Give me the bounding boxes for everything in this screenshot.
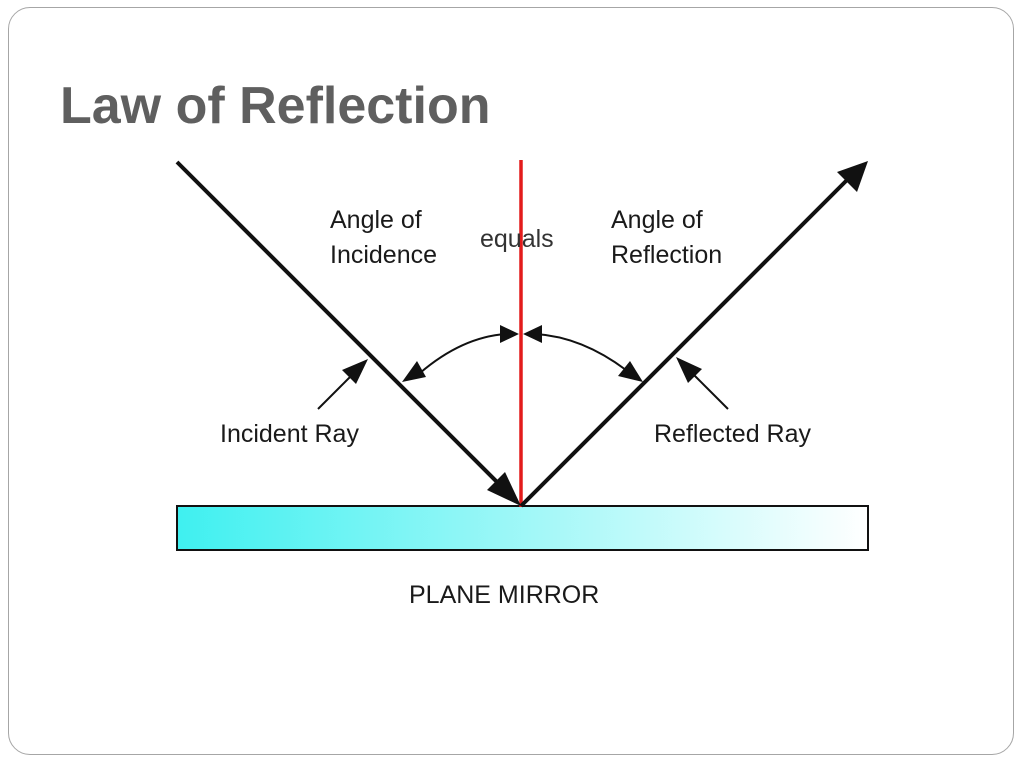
reflected-ray-label: Reflected Ray (654, 420, 812, 448)
incident-ray-line (175, 160, 513, 498)
plane-mirror (176, 505, 869, 551)
angle-of-reflection-line1: Angle of (611, 206, 703, 234)
reflected-ray-pointer (689, 370, 729, 410)
incident-ray-arrowhead (487, 472, 521, 506)
angle-of-incidence-line2: Incidence (330, 241, 437, 269)
slide-title: Law of Reflection (60, 77, 491, 135)
reflection-arc-arrowhead-ray (618, 361, 643, 382)
incidence-arc-arrowhead-normal (500, 325, 519, 343)
incident-ray-pointer-head (342, 359, 368, 384)
reflection-angle-arc (535, 333, 627, 371)
equals-label: equals (480, 225, 554, 253)
incidence-arc-arrowhead-ray (402, 361, 426, 382)
angle-of-incidence-line1: Angle of (330, 206, 422, 234)
incidence-angle-arc (419, 333, 507, 374)
incident-ray-label: Incident Ray (220, 420, 359, 448)
incident-ray-pointer (317, 371, 356, 410)
reflected-ray-pointer-head (676, 357, 702, 383)
reflected-ray-line (519, 175, 852, 508)
plane-mirror-label: PLANE MIRROR (409, 581, 599, 609)
reflection-arc-arrowhead-normal (523, 325, 542, 343)
slide-frame (8, 7, 1014, 755)
reflected-ray-arrowhead (837, 161, 868, 192)
angle-of-reflection-line2: Reflection (611, 241, 722, 269)
